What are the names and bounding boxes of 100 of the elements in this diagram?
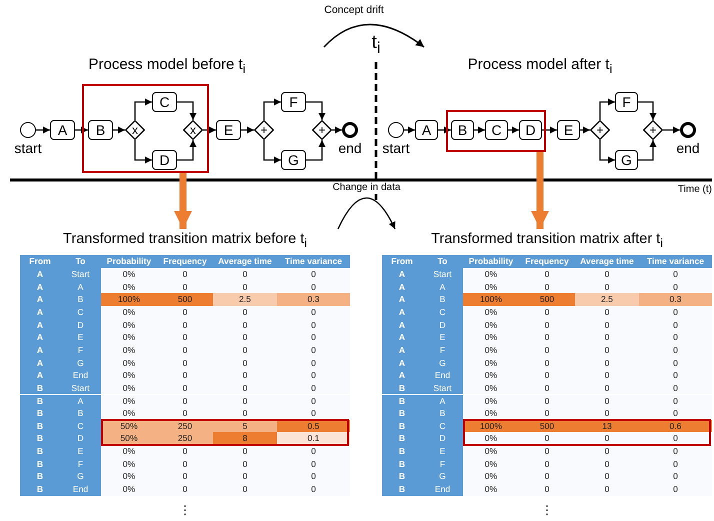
table-cell: B (382, 470, 422, 484)
arrow (438, 126, 451, 134)
table-cell: 0.3 (639, 293, 712, 306)
table-cell: G (422, 470, 463, 484)
table-cell: G (422, 356, 463, 370)
table-cell: C (60, 306, 101, 319)
table-cell: B (382, 432, 422, 446)
table-cell: 0 (213, 458, 277, 470)
arrow (134, 98, 152, 120)
table-cell: B (382, 420, 422, 432)
table-cell: 0 (639, 268, 712, 281)
table-cell: 0 (519, 356, 575, 370)
arrow (306, 140, 326, 161)
table-cell: 0 (575, 331, 639, 344)
column-header: From (20, 255, 60, 268)
table-cell: 0% (463, 344, 519, 357)
table-cell: 0 (575, 470, 639, 484)
table-cell: A (382, 356, 422, 370)
table-cell: 0% (463, 280, 519, 294)
table-cell: 0 (277, 318, 350, 332)
table-cell: G (60, 470, 101, 484)
gateway-diamond: x (125, 120, 145, 140)
table-cell: 0 (575, 432, 639, 446)
table-cell: A (382, 306, 422, 319)
table-cell: 0 (157, 382, 213, 394)
arrow (36, 126, 50, 134)
table-cell: 0 (519, 394, 575, 408)
table-cell: 2.5 (575, 293, 639, 306)
table-cell: 0 (639, 445, 712, 458)
arrow (474, 126, 485, 134)
table-cell: A (20, 268, 60, 281)
table-cell: 0 (157, 344, 213, 357)
table-cell: 0 (157, 306, 213, 319)
table-cell: B (382, 407, 422, 420)
table-cell: 0% (463, 356, 519, 370)
table-cell: B (382, 458, 422, 470)
table-cell: 0 (213, 382, 277, 394)
table-cell: 0 (277, 407, 350, 420)
table-cell: 0 (575, 306, 639, 319)
table-cell: 0 (575, 445, 639, 458)
arrow (174, 173, 192, 229)
table-cell: B (20, 432, 60, 446)
table-cell: Start (422, 382, 463, 394)
table-cell: 0 (519, 268, 575, 281)
table-cell: B (60, 293, 101, 306)
table-cell: 0 (575, 458, 639, 470)
table-cell: 0% (101, 331, 157, 344)
table-cell: 0 (157, 318, 213, 332)
table-cell: 0 (519, 432, 575, 446)
table-cell: E (422, 331, 463, 344)
table-cell: 0 (519, 483, 575, 496)
table-cell: 0% (463, 318, 519, 332)
table-cell: 0 (575, 369, 639, 382)
start-event-circle (20, 122, 36, 138)
table-cell: 0% (463, 394, 519, 408)
table-cell: 0 (213, 280, 277, 294)
table-cell: 0 (213, 394, 277, 408)
table-cell: 100% (101, 293, 157, 306)
column-header: To (60, 255, 101, 268)
table-cell: 8 (213, 432, 277, 446)
table-cell: 0 (157, 356, 213, 370)
table-cell: A (382, 344, 422, 357)
table-cell: 0 (213, 356, 277, 370)
table-cell: 0 (157, 470, 213, 484)
table-cell: 0 (639, 432, 712, 446)
table-cell: 0 (213, 483, 277, 496)
table-cell: A (382, 280, 422, 294)
table-cell: C (422, 420, 463, 432)
table-cell: 0 (639, 369, 712, 382)
table-cell: 0 (213, 369, 277, 382)
task-box: C (152, 92, 177, 112)
arrow (332, 126, 342, 134)
gateway-diamond: + (643, 120, 663, 140)
arrow (306, 101, 326, 120)
arrow (203, 126, 216, 134)
table-cell: 0 (277, 356, 350, 370)
table-cell: C (60, 420, 101, 432)
table-cell: 0 (213, 331, 277, 344)
table-cell: A (20, 356, 60, 370)
table-cell: End (60, 483, 101, 496)
table-cell: End (422, 483, 463, 496)
table-cell: B (422, 407, 463, 420)
table-cell: 0 (575, 280, 639, 294)
table-cell: 0 (157, 268, 213, 281)
table-cell: A (20, 306, 60, 319)
table-cell: 0 (575, 356, 639, 370)
arrow (177, 140, 196, 161)
table-cell: A (382, 268, 422, 281)
table-cell: 0% (463, 382, 519, 394)
table-cell: 0 (277, 394, 350, 408)
table-cell: 0 (157, 407, 213, 420)
table-cell: 0% (101, 356, 157, 370)
table-cell: 0% (101, 483, 157, 496)
diagram-heading: Process model after t$_{i}$ (466, 56, 614, 76)
table-cell: 0 (639, 280, 712, 294)
table-cell: 0 (575, 268, 639, 281)
ellipsis-mark: ⋮ (540, 503, 554, 517)
table-cell: 0 (157, 458, 213, 470)
table-cell: 2.5 (213, 293, 277, 306)
table-cell: 100% (463, 293, 519, 306)
